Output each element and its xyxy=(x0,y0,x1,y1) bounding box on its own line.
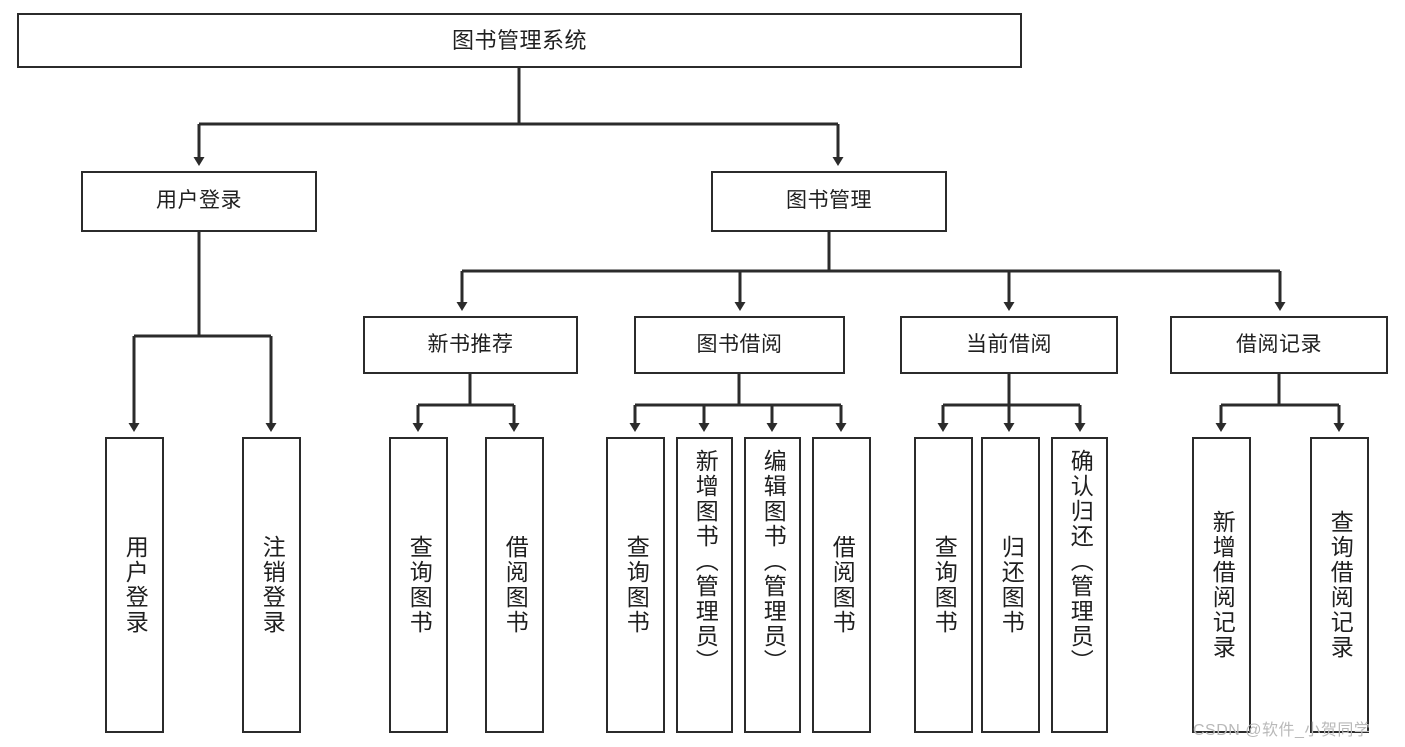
node-label: 图书管理系统 xyxy=(451,27,587,53)
leaf-confirm-return-admin[interactable]: 确认归还（管理员） xyxy=(1051,437,1108,733)
leaf-return-book[interactable]: 归还图书 xyxy=(981,437,1040,733)
leaf-add-book-admin[interactable]: 新增图书（管理员） xyxy=(676,437,733,733)
leaf-borrow-book-recommend[interactable]: 借阅图书 xyxy=(485,437,544,733)
node-label: 借阅图书 xyxy=(829,535,856,635)
node-label: 借阅图书 xyxy=(502,535,529,635)
node-label: 图书借阅 xyxy=(696,332,783,356)
csdn-watermark: CSDN @软件_小贺同学 xyxy=(1193,722,1371,739)
node-label: 新增借阅记录 xyxy=(1209,510,1236,660)
node-book-borrow[interactable]: 图书借阅 xyxy=(634,316,845,374)
node-label: 注销登录 xyxy=(259,535,286,635)
node-user-login[interactable]: 用户登录 xyxy=(81,171,317,232)
node-label: 新增图书（管理员） xyxy=(692,449,719,674)
leaf-search-book-borrow[interactable]: 查询图书 xyxy=(606,437,665,733)
node-book-management[interactable]: 图书管理 xyxy=(711,171,947,232)
leaf-search-borrow-record[interactable]: 查询借阅记录 xyxy=(1310,437,1369,733)
leaf-logout[interactable]: 注销登录 xyxy=(242,437,301,733)
node-label: 查询图书 xyxy=(931,535,958,635)
leaf-user-login[interactable]: 用户登录 xyxy=(105,437,164,733)
leaf-add-borrow-record[interactable]: 新增借阅记录 xyxy=(1192,437,1251,733)
node-label: 查询图书 xyxy=(623,535,650,635)
node-label: 图书管理 xyxy=(786,189,872,213)
node-label: 查询图书 xyxy=(406,535,433,635)
node-label: 查询借阅记录 xyxy=(1327,510,1354,660)
node-label: 用户登录 xyxy=(156,189,242,213)
node-borrow-records[interactable]: 借阅记录 xyxy=(1170,316,1388,374)
node-current-borrow[interactable]: 当前借阅 xyxy=(900,316,1118,374)
node-label: 新书推荐 xyxy=(427,332,514,356)
leaf-edit-book-admin[interactable]: 编辑图书（管理员） xyxy=(744,437,801,733)
node-label: 确认归还（管理员） xyxy=(1067,449,1094,674)
node-new-book-recommend[interactable]: 新书推荐 xyxy=(363,316,578,374)
node-label: 编辑图书（管理员） xyxy=(760,449,787,674)
leaf-search-book-recommend[interactable]: 查询图书 xyxy=(389,437,448,733)
node-label: 用户登录 xyxy=(122,535,149,635)
node-label: 归还图书 xyxy=(998,535,1025,635)
node-label: 借阅记录 xyxy=(1236,332,1322,356)
node-root-system[interactable]: 图书管理系统 xyxy=(17,13,1022,68)
leaf-search-book-current[interactable]: 查询图书 xyxy=(914,437,973,733)
node-label: 当前借阅 xyxy=(966,332,1052,356)
leaf-borrow-book[interactable]: 借阅图书 xyxy=(812,437,871,733)
